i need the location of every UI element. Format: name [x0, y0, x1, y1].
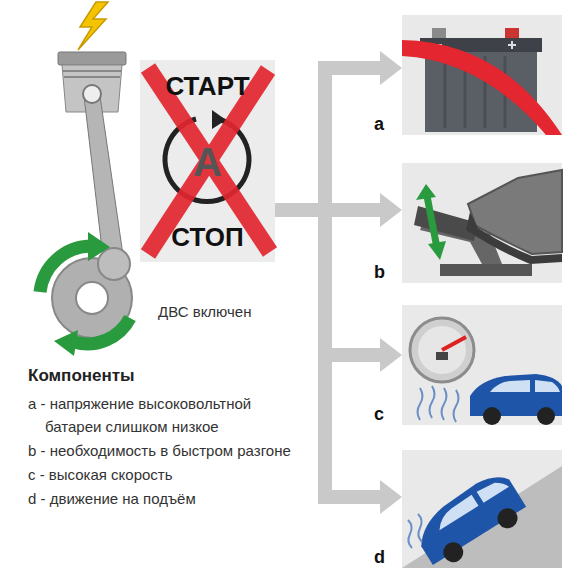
button-panel — [140, 60, 275, 262]
panel-letter: c — [374, 405, 384, 425]
speedometer — [410, 318, 474, 382]
list-item: b - необходимость в быстром разгоне — [28, 439, 303, 462]
button-text: СТОП — [171, 223, 243, 252]
panel-ground — [402, 450, 562, 568]
foot — [466, 170, 562, 264]
state-label: ДВС включен — [158, 300, 251, 323]
symbol-letter: A — [193, 140, 222, 184]
condition-panel: c — [402, 305, 562, 425]
list-item: d - движение на подъём — [28, 487, 303, 510]
panel-letter: b — [374, 263, 385, 283]
list-item: c - высокая скорость — [28, 463, 303, 486]
warning-swoosh — [402, 40, 562, 135]
connecting-rod — [84, 96, 124, 266]
cross-out — [148, 68, 270, 254]
list-heading: Компоненты — [28, 364, 135, 387]
press-arrow — [416, 184, 446, 260]
piston-pin — [83, 85, 101, 103]
hill — [402, 466, 562, 568]
panel-letter: a — [374, 115, 384, 135]
condition-panel: d — [402, 450, 562, 568]
wind-lines — [408, 514, 422, 548]
condition-panel: a — [402, 15, 562, 135]
wind-lines — [418, 386, 459, 422]
car — [470, 374, 562, 425]
condition-panel: b — [402, 163, 562, 283]
list-item: a - напряжение высоковольтной батареи сл… — [28, 392, 303, 438]
panel-ground — [402, 163, 562, 283]
rotation-arrows — [40, 232, 130, 356]
button-text: СТАРТ — [165, 72, 249, 101]
flow-arrow — [275, 68, 380, 210]
car — [409, 468, 532, 572]
battery — [420, 28, 542, 132]
panel-letter: d — [374, 548, 385, 568]
spark-symbol — [78, 2, 108, 50]
panel-ground — [402, 305, 562, 425]
piston — [58, 52, 126, 112]
start-stop-button: СТАРТ A СТОП — [140, 60, 275, 262]
panel-ground — [402, 15, 562, 135]
